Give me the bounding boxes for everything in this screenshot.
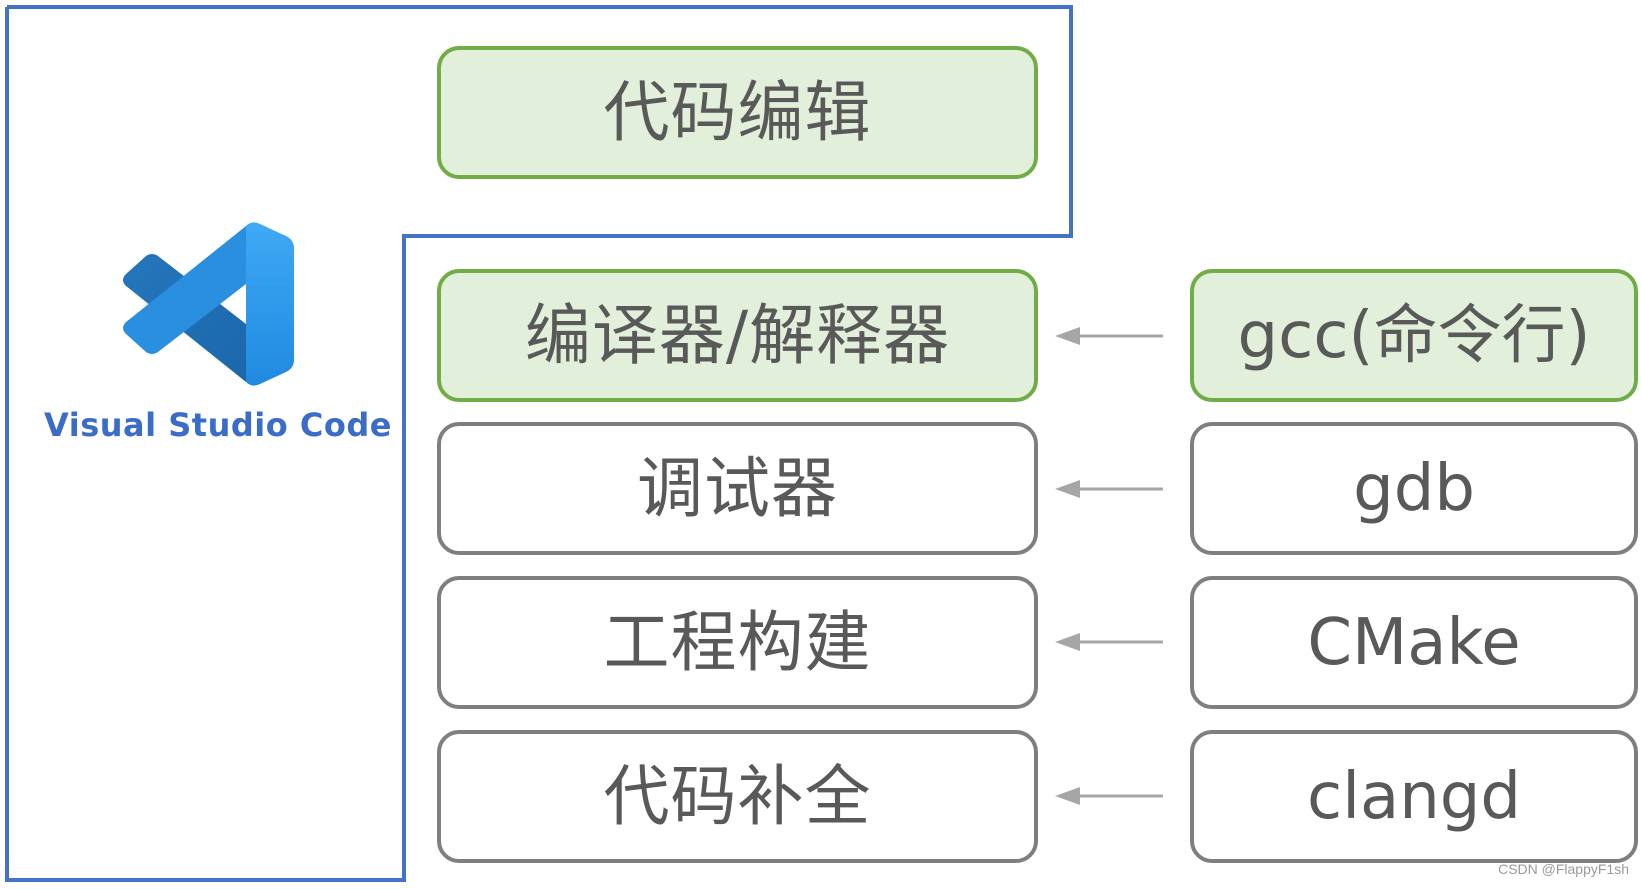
tool-gdb: gdb <box>1190 422 1638 555</box>
arrow-left-icon <box>1055 327 1163 345</box>
feature-project-build: 工程构建 <box>437 576 1038 709</box>
feature-compiler-interpreter: 编译器/解释器 <box>437 269 1038 402</box>
tool-cmake: CMake <box>1190 576 1638 709</box>
app-name-label: Visual Studio Code <box>44 406 392 444</box>
arrow-left-icon <box>1055 633 1163 651</box>
feature-debugger: 调试器 <box>437 422 1038 555</box>
feature-code-completion: 代码补全 <box>437 730 1038 863</box>
arrow-left-icon <box>1055 480 1163 498</box>
feature-code-editing: 代码编辑 <box>437 46 1038 179</box>
watermark: CSDN @FlappyF1sh <box>1498 861 1629 877</box>
vscode-logo-icon <box>118 216 294 392</box>
tool-gcc: gcc(命令行) <box>1190 269 1638 402</box>
arrow-left-icon <box>1055 787 1163 805</box>
tool-clangd: clangd <box>1190 730 1638 863</box>
